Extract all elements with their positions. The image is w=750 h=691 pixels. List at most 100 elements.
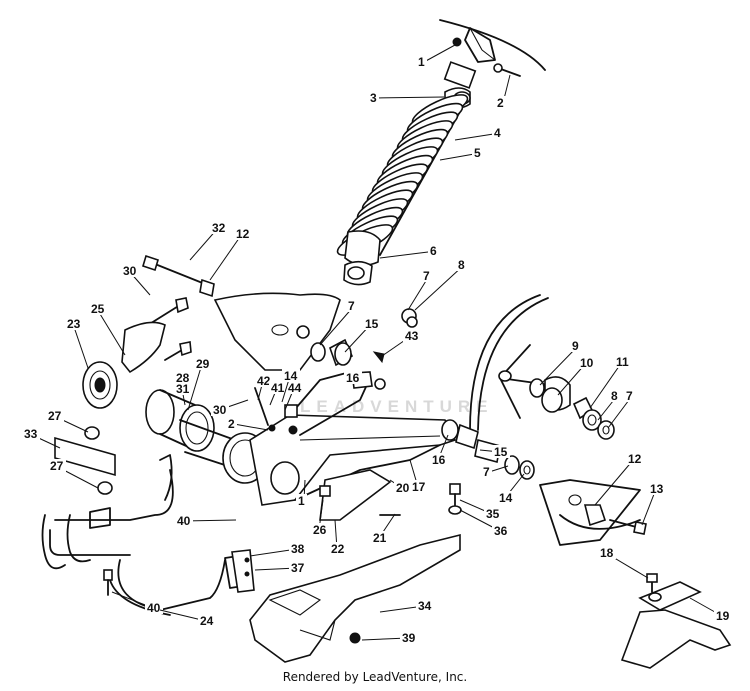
callout-17-bg	[410, 480, 428, 493]
callout-39: 39	[402, 631, 416, 645]
bracket-18-19	[620, 573, 732, 669]
callout-10-bg	[578, 356, 596, 369]
callout-9-leader	[539, 345, 579, 386]
callout-26: 26	[313, 523, 327, 537]
callout-7-b-leader	[319, 305, 355, 346]
callout-18: 18	[600, 546, 614, 560]
wheel-rim	[469, 294, 641, 530]
footer-credit: Rendered by LeadVenture, Inc.	[282, 670, 468, 684]
callout-19-bg	[714, 609, 732, 622]
callout-30-b: 30	[213, 403, 227, 417]
callout-40-a-bg	[175, 514, 193, 527]
callout-2-b: 2	[228, 417, 235, 431]
callout-6-leader	[379, 250, 437, 259]
callout-14-a: 14	[284, 369, 298, 383]
callout-38-bg	[289, 542, 307, 555]
callout-40-b-bg	[145, 601, 163, 614]
callout-15-b-bg	[492, 445, 510, 458]
callout-24-bg	[198, 614, 216, 627]
callout-30-a: 30	[123, 264, 137, 278]
callout-8-b: 8	[611, 389, 618, 403]
callout-11-bg	[614, 355, 632, 368]
callout-31-bg	[174, 382, 192, 395]
callout-6: 6	[430, 244, 437, 258]
callout-44: 44	[288, 381, 302, 395]
shock-spring	[336, 94, 469, 256]
callout-7-c: 7	[626, 389, 633, 403]
pivot-tubes	[145, 389, 268, 484]
callout-23-leader	[72, 323, 89, 369]
callout-28: 28	[176, 371, 190, 385]
callout-12-a-bg	[234, 227, 252, 240]
callout-4: 4	[494, 126, 501, 140]
callout-28-bg	[174, 371, 192, 384]
callout-16-b: 16	[432, 453, 446, 467]
callout-5-bg	[472, 146, 483, 159]
callout-41-bg	[269, 381, 287, 394]
callout-13: 13	[650, 482, 664, 496]
callout-17: 17	[412, 480, 426, 494]
callout-1-top-bg	[416, 55, 427, 68]
callout-33: 33	[24, 427, 38, 441]
callout-32-bg	[210, 221, 228, 234]
callout-7-b: 7	[348, 299, 355, 313]
callout-15-a-bg	[363, 317, 381, 330]
callout-14-a-bg	[282, 369, 300, 382]
callout-7-d-bg	[481, 465, 492, 478]
callout-7-d-leader	[488, 465, 509, 473]
callout-36: 36	[494, 524, 508, 538]
callout-7-b-bg	[346, 299, 357, 312]
callout-32: 32	[212, 221, 226, 235]
guard-34	[249, 533, 461, 663]
callout-16-a: 16	[346, 371, 360, 385]
frame-mount-bracket	[439, 19, 546, 89]
callout-37: 37	[291, 561, 305, 575]
callout-20-bg	[394, 481, 412, 494]
clamp-assembly	[82, 297, 192, 409]
callout-7-d: 7	[483, 465, 490, 479]
callout-29-leader	[187, 363, 203, 411]
hub-stack	[529, 376, 615, 440]
callout-10: 10	[580, 356, 594, 370]
callout-11-leader	[589, 361, 623, 409]
callout-12-b: 12	[628, 452, 642, 466]
callout-40-a: 40	[177, 514, 191, 528]
callout-21-bg	[371, 531, 389, 544]
callout-2-top: 2	[497, 96, 504, 110]
callout-2-b-bg	[226, 417, 237, 430]
callout-7-c-bg	[624, 389, 635, 402]
callout-22: 22	[331, 542, 345, 556]
callout-9: 9	[572, 339, 579, 353]
callout-36-bg	[492, 524, 510, 537]
callout-25: 25	[91, 302, 105, 316]
callout-18-bg	[598, 546, 616, 559]
callout-29-bg	[194, 357, 212, 370]
callout-8-a-bg	[456, 258, 467, 271]
callout-27-a: 27	[48, 409, 62, 423]
callout-7-a: 7	[423, 269, 430, 283]
callout-42-bg	[255, 374, 273, 387]
callout-8-a-leader	[414, 264, 465, 311]
callout-4-bg	[492, 126, 503, 139]
callout-26-bg	[311, 523, 329, 536]
callout-20: 20	[396, 481, 410, 495]
callout-40-b: 40	[147, 601, 161, 615]
strap-37-38	[231, 549, 255, 593]
callout-24: 24	[200, 614, 214, 628]
callout-35-bg	[484, 507, 502, 520]
callout-43: 43	[405, 329, 419, 343]
left-bracket-plate	[142, 254, 341, 371]
callout-3: 3	[370, 91, 377, 105]
callout-25-leader	[96, 308, 126, 356]
callout-33-bg	[22, 427, 40, 440]
lower-right-axle	[441, 419, 647, 546]
callout-27-a-bg	[46, 409, 64, 422]
watermark-text: LEADVENTURE	[300, 397, 494, 416]
callout-30-a-bg	[121, 264, 139, 277]
callout-2-b-leader	[233, 423, 269, 431]
callout-7-a-bg	[421, 269, 432, 282]
callout-8-a: 8	[458, 258, 465, 272]
callout-2-top-bg	[495, 96, 506, 109]
